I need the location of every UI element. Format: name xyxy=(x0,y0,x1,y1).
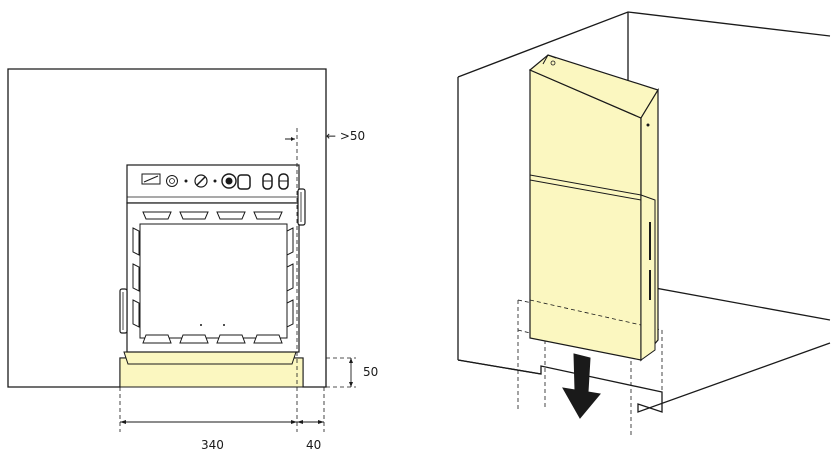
right-side-slots xyxy=(286,227,294,328)
bottom-vent-slots xyxy=(142,334,283,344)
dim-bottom-clearance-label: 50 xyxy=(363,365,378,379)
dim-width-label: 340 xyxy=(201,438,224,452)
gland-icon xyxy=(166,175,178,187)
drip-tray xyxy=(123,351,297,365)
ventilation-unit-front xyxy=(119,164,306,353)
dim-side-clearance-label: ← >50 xyxy=(326,129,365,143)
top-vent-slots xyxy=(142,211,283,220)
right-handle xyxy=(297,188,306,226)
front-view: ← >50 50 340 40 xyxy=(7,68,378,452)
ventilation-unit-3d xyxy=(528,54,659,362)
room-walls xyxy=(457,11,831,360)
down-arrow-icon xyxy=(562,353,601,419)
perspective-view xyxy=(457,11,831,438)
left-side-slots xyxy=(132,227,140,328)
left-handle xyxy=(119,288,128,334)
room-floor xyxy=(457,342,831,413)
dim-gap-label: 40 xyxy=(306,438,321,452)
